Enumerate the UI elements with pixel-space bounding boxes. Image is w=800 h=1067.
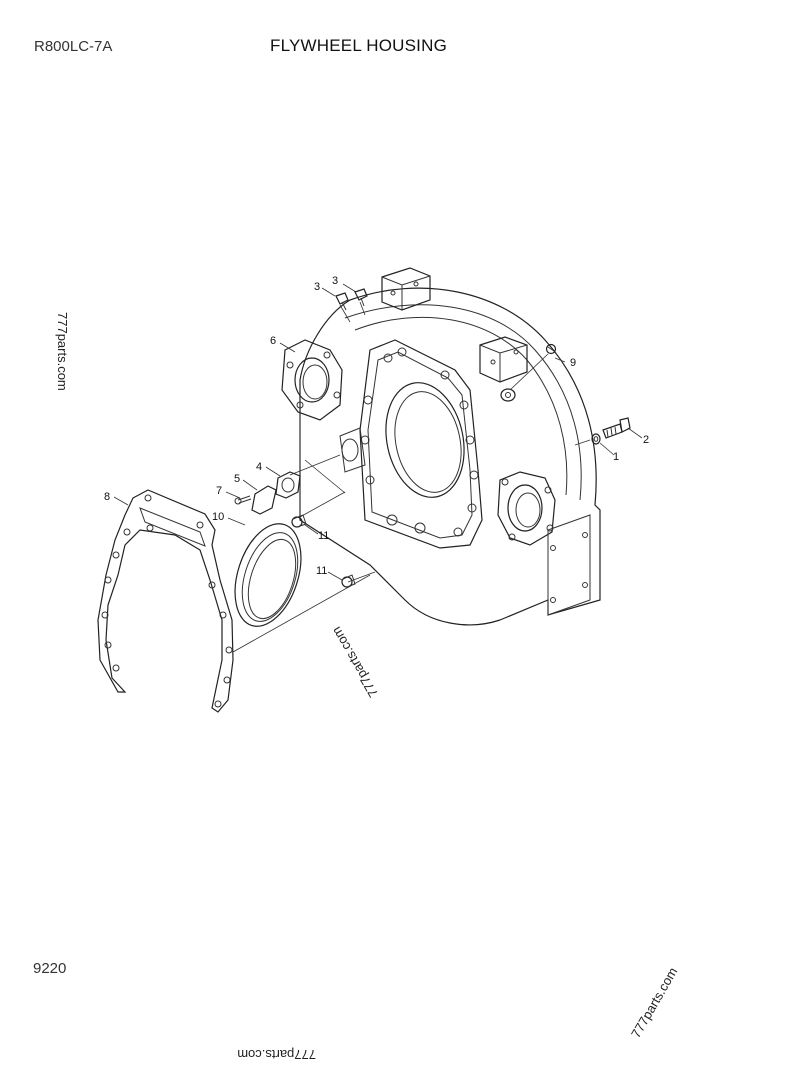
cover-plate-5[interactable] bbox=[251, 485, 277, 515]
gasket-8[interactable] bbox=[97, 489, 234, 713]
bolt-2[interactable] bbox=[602, 417, 631, 439]
callout-4[interactable]: 4 bbox=[256, 461, 262, 473]
dowel-pin-11a[interactable] bbox=[291, 514, 307, 528]
washer-1[interactable] bbox=[591, 433, 601, 445]
oil-seal-10[interactable] bbox=[223, 515, 313, 634]
callout-5[interactable]: 5 bbox=[234, 473, 240, 485]
plug-9[interactable] bbox=[545, 343, 557, 355]
callout-7[interactable]: 7 bbox=[216, 485, 222, 497]
page-number: 9220 bbox=[33, 960, 67, 977]
callout-10[interactable]: 10 bbox=[212, 511, 224, 523]
bolt-3b[interactable] bbox=[354, 288, 368, 307]
callout-11b[interactable]: 11 bbox=[316, 565, 327, 577]
leader-lines bbox=[113, 283, 643, 653]
callout-3a[interactable]: 3 bbox=[314, 281, 320, 293]
callout-1[interactable]: 1 bbox=[613, 451, 619, 463]
callout-8[interactable]: 8 bbox=[104, 491, 110, 503]
callout-6[interactable]: 6 bbox=[270, 335, 276, 347]
flywheel-housing[interactable] bbox=[281, 267, 601, 626]
callout-11a[interactable]: 11 bbox=[318, 530, 329, 542]
callout-9[interactable]: 9 bbox=[570, 357, 576, 369]
gasket-4[interactable] bbox=[275, 471, 301, 499]
model-number: R800LC-7A bbox=[34, 38, 113, 55]
dowel-pin-11b[interactable] bbox=[341, 574, 356, 588]
screw-7[interactable] bbox=[234, 495, 252, 505]
callout-labels: 1 2 3 3 4 5 6 7 8 9 10 11 11 bbox=[104, 275, 649, 577]
bolt-3a[interactable] bbox=[335, 292, 349, 311]
callout-2[interactable]: 2 bbox=[643, 434, 649, 446]
page-title: FLYWHEEL HOUSING bbox=[270, 36, 448, 55]
callout-3b[interactable]: 3 bbox=[332, 275, 338, 287]
